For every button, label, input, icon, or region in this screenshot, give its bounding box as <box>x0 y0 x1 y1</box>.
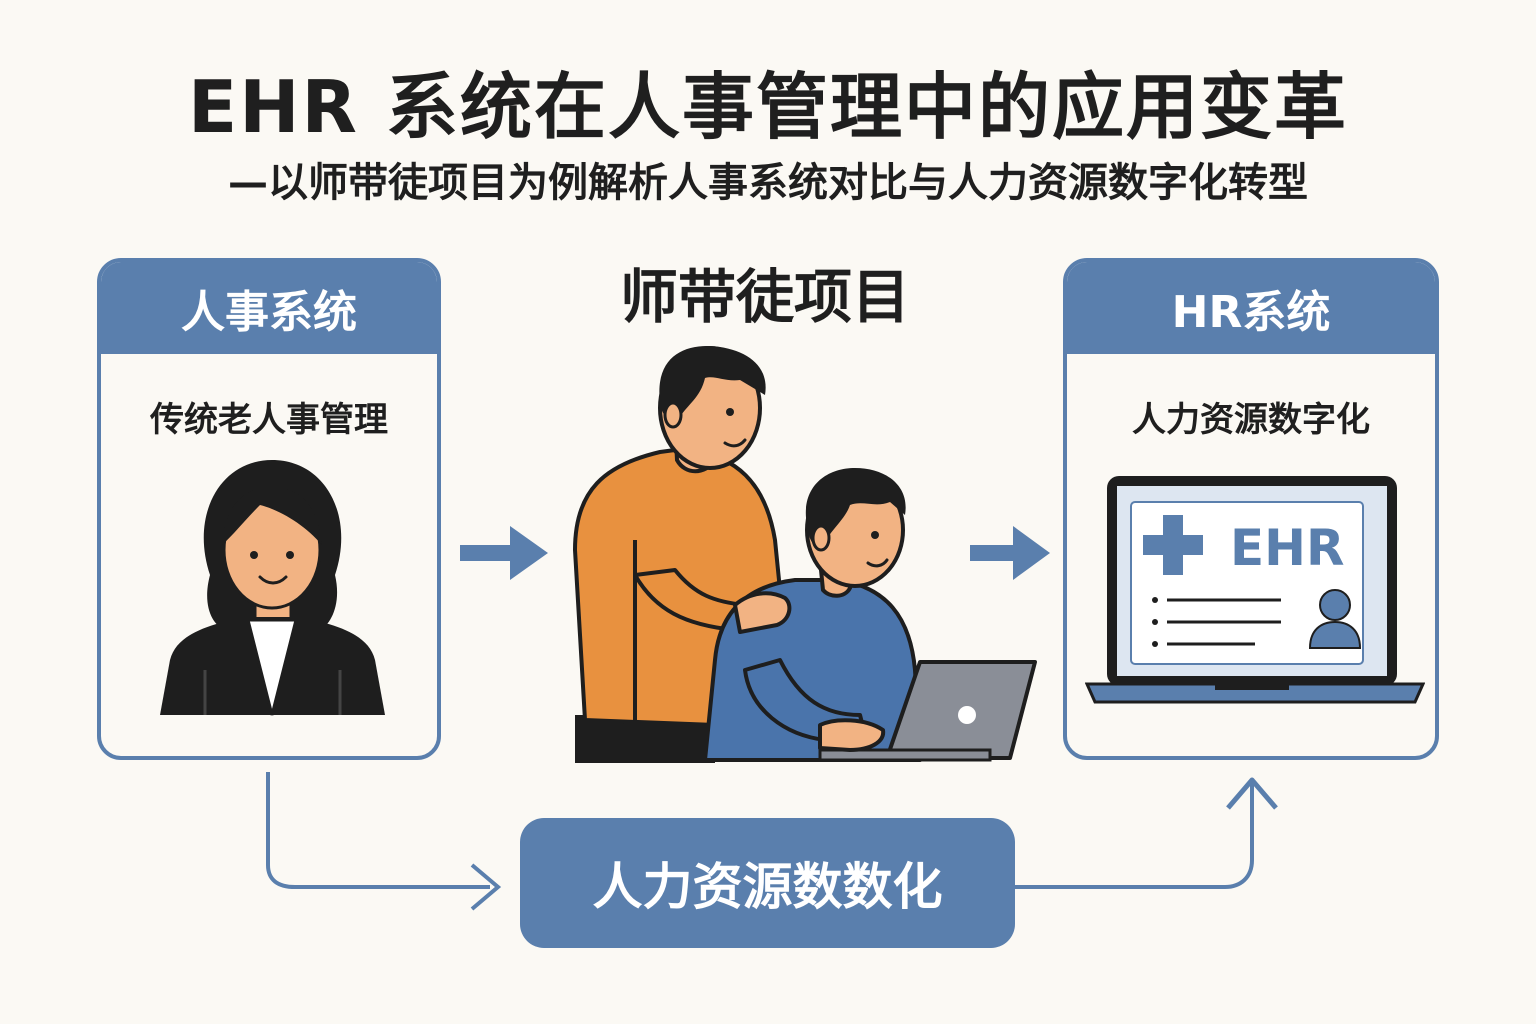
traditional-hr-panel: 人事系统 传统老人事管理 <box>97 258 441 760</box>
ehr-screen-label: EHR <box>1230 519 1345 577</box>
hr-digitalization-box: 人力资源数数化 <box>520 818 1015 948</box>
arrow-right-icon <box>970 526 1050 580</box>
laptop-ehr-icon: EHR <box>1085 476 1425 704</box>
mentorship-illustration <box>573 345 1037 763</box>
digital-hr-header: HR系统 <box>1067 262 1435 354</box>
arrow-right-icon <box>460 526 548 580</box>
woman-worker-icon <box>160 460 385 716</box>
mentorship-title: 师带徒项目 <box>619 263 910 331</box>
digital-hr-description: 人力资源数字化 <box>1132 400 1370 440</box>
traditional-hr-header: 人事系统 <box>101 262 437 354</box>
main-title: EHR 系统在人事管理中的应用变革 <box>188 65 1348 149</box>
flow-connector <box>266 772 1278 911</box>
sub-title: —以师带徒项目为例解析人事系统对比与人力资源数字化转型 <box>228 160 1308 206</box>
traditional-hr-description: 传统老人事管理 <box>150 400 388 440</box>
